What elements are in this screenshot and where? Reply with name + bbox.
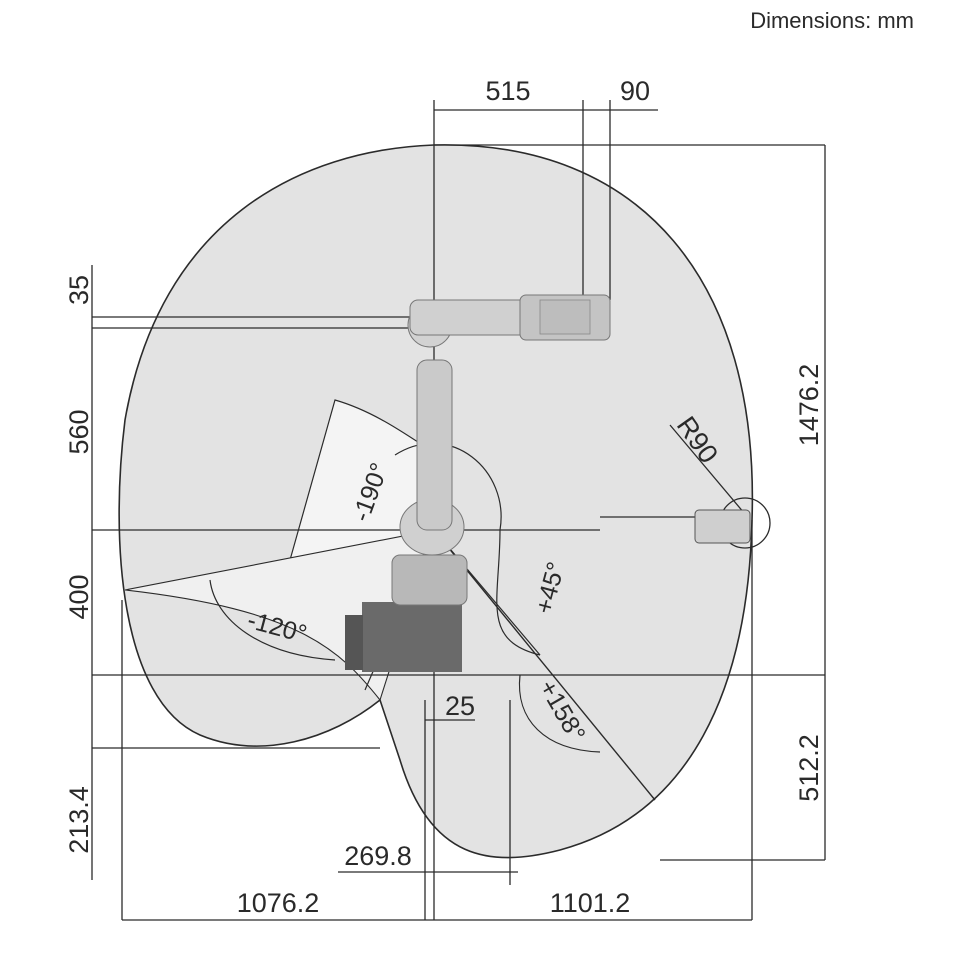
robot-turret bbox=[391, 554, 468, 606]
arc-minus120 bbox=[209, 579, 336, 661]
label-560: 560 bbox=[64, 409, 94, 454]
robot-wrist-band bbox=[539, 299, 591, 335]
tool-flange bbox=[694, 509, 751, 544]
label-269-8: 269.8 bbox=[344, 841, 412, 871]
label-400: 400 bbox=[64, 574, 94, 619]
label-515: 515 bbox=[485, 76, 530, 106]
robot-lower-arm bbox=[416, 359, 453, 531]
arc-plus158 bbox=[518, 674, 601, 753]
units-label: Dimensions: mm bbox=[750, 8, 914, 33]
label-213-4: 213.4 bbox=[64, 786, 94, 854]
label-1476-2: 1476.2 bbox=[794, 364, 824, 447]
arc-minus190 bbox=[394, 443, 502, 531]
dimension-lines bbox=[91, 109, 826, 921]
label-25: 25 bbox=[445, 691, 475, 721]
arc-plus45 bbox=[496, 529, 541, 656]
label-35: 35 bbox=[64, 275, 94, 305]
sector-line-plus45 bbox=[433, 529, 541, 656]
robot-arm bbox=[345, 294, 611, 672]
label-1076-2: 1076.2 bbox=[237, 888, 320, 918]
robot-base bbox=[362, 602, 462, 672]
sector-line-plus158 bbox=[433, 529, 656, 801]
label-512-2: 512.2 bbox=[794, 734, 824, 802]
label-1101-2: 1101.2 bbox=[550, 888, 631, 918]
r90-leader bbox=[669, 424, 751, 521]
label-90: 90 bbox=[620, 76, 650, 106]
robot-base-side bbox=[345, 615, 363, 670]
